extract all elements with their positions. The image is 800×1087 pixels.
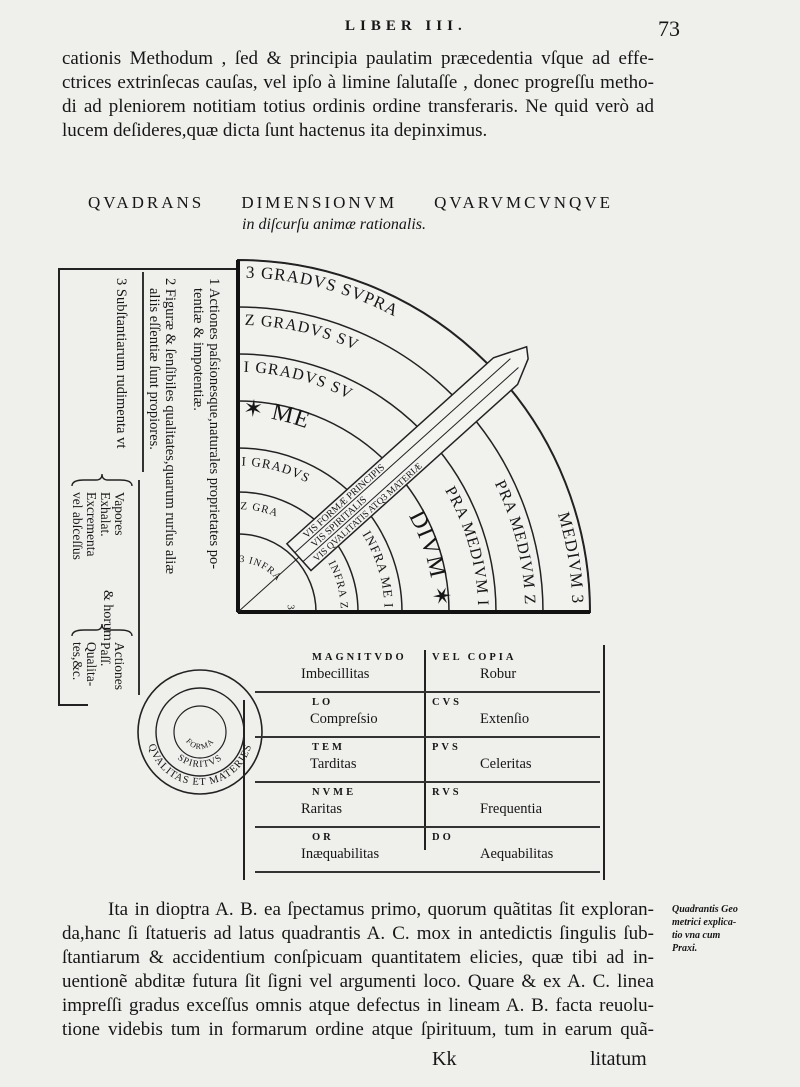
table-caption-left: NVME <box>312 787 357 798</box>
table-border <box>603 645 605 880</box>
text-line: ſtantiarum & accidentium conſpicuam quan… <box>62 947 654 968</box>
table-cell-left: Raritas <box>301 801 343 817</box>
table-cell-left: Compreſsio <box>310 711 378 727</box>
table-caption-left: TEM <box>312 742 345 753</box>
table-caption-right: CVS <box>432 697 463 708</box>
emblem-label: FORMA <box>184 737 216 752</box>
band-label-right: 3 <box>285 604 296 611</box>
text-line: di ad pleniorem notitiam totius ordinis … <box>62 96 654 117</box>
table-cell-left: Imbecillitas <box>301 666 370 682</box>
text-line: tione videbis tum in formarum ordine atq… <box>62 1019 654 1040</box>
table-cell-right: Frequentia <box>480 801 543 817</box>
text-line: ctrices extrinſecas cauſas, vel ipſo à l… <box>62 72 654 93</box>
table-row-rule <box>255 871 600 873</box>
table-caption-right: PVS <box>432 742 461 753</box>
brace-icon <box>71 473 133 637</box>
table-caption-right: VEL COPIA <box>432 652 517 663</box>
text-line: Ita in dioptra A. B. ea ſpectamus primo,… <box>108 899 654 920</box>
table-divider <box>424 650 426 850</box>
catchword: litatum <box>590 1048 647 1070</box>
table-cell-right: Extenſio <box>480 711 530 727</box>
box-border <box>58 268 236 270</box>
table-border <box>243 700 245 880</box>
table-cell-right: Aequabilitas <box>480 846 554 862</box>
page-number: 73 <box>658 16 680 41</box>
text-line: impreſſi gradus exceſſus omnis atque def… <box>62 995 654 1016</box>
table-cell-left: Tarditas <box>310 756 357 772</box>
table-row-rule <box>255 826 600 828</box>
legend-item-3: 3 Subſtantiarum rudimenta vt <box>113 278 129 449</box>
table-cell-right: Robur <box>480 666 517 682</box>
text-line: da,hanc ſi ſtatueris ad latus quadrantis… <box>62 923 654 944</box>
table-row-rule <box>255 781 600 783</box>
column-rule <box>138 480 140 695</box>
text-line: uentionẽ abditæ futura ſit ſigni vel arg… <box>62 971 654 992</box>
table-caption-right: RVS <box>432 787 462 798</box>
table-row-rule <box>255 691 600 693</box>
box-border <box>58 704 88 706</box>
table-cell-left: Inæquabilitas <box>301 846 380 862</box>
table-cell-right: Celeritas <box>480 756 532 772</box>
table-caption-left: OR <box>312 832 334 843</box>
text-line: lucem deſideres,quæ dicta ſunt hactenus … <box>62 120 488 141</box>
table-caption-left: MAGNITVDO <box>312 652 407 663</box>
figure-title: QVADRANS DIMENSIONVM QVARVMCVNQVE <box>88 193 613 212</box>
table-caption-left: LO <box>312 697 334 708</box>
box-border <box>58 268 60 706</box>
legend-item-2: 2 Figuræ & ſenſibiles qualitates,quarum … <box>146 278 178 575</box>
legend-item-1: 1 Actiones paſsionesque,naturales propri… <box>190 278 222 570</box>
text-line: cationis Methodum , ſed & principia paul… <box>62 48 654 69</box>
table-row-rule <box>255 736 600 738</box>
running-title: LIBER III. <box>345 18 467 34</box>
figure-subtitle: in diſcurſu animæ rationalis. <box>242 216 427 233</box>
signature-mark: Kk <box>432 1048 457 1070</box>
table-caption-right: DO <box>432 832 454 843</box>
column-rule <box>142 272 144 472</box>
